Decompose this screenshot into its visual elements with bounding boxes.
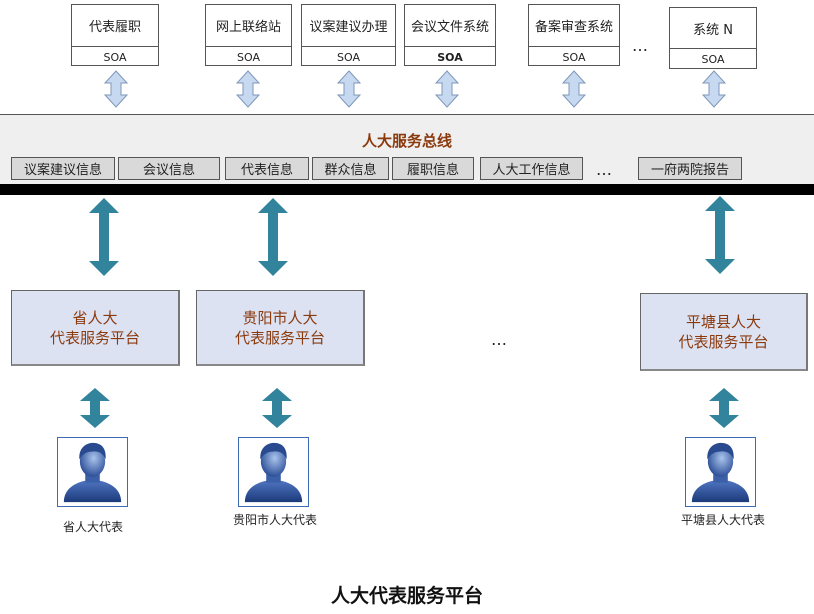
soa-label: SOA [337, 50, 360, 64]
soa-label: SOA [562, 50, 586, 64]
platform-name-line1: 平塘县人大 [685, 312, 761, 331]
system-name: 议案建议办理 [302, 5, 395, 47]
bus-channel-renda-gongzuo: 人大工作信息 [480, 157, 583, 180]
bus-channel-huiyi: 会议信息 [118, 157, 220, 180]
system-name: 代表履职 [72, 5, 158, 47]
system-name: 网上联络站 [206, 5, 291, 47]
double-arrow-icon [89, 198, 119, 276]
system-name: 会议文件系统 [405, 5, 495, 47]
platform-province: 省人大 代表服务平台 [11, 290, 180, 366]
platform-name-line2: 代表服务平台 [49, 328, 140, 347]
person-icon [244, 442, 303, 503]
platform-name-line2: 代表服务平台 [234, 328, 325, 347]
soa-label: SOA [103, 50, 127, 64]
system-box-system-n: 系统 N SOA [669, 7, 757, 69]
soa-label: SOA [701, 52, 725, 66]
platform-name-line1: 贵阳市人大 [242, 308, 318, 327]
person-icon [691, 442, 750, 503]
soa-label: SOA [437, 50, 463, 64]
double-arrow-icon [562, 70, 586, 108]
double-arrow-icon [258, 198, 288, 276]
platform-name-line1: 省人大 [72, 308, 118, 327]
bus-channel-qunzhong: 群众信息 [312, 157, 389, 180]
system-box-beian-shencha: 备案审查系统 SOA [528, 4, 620, 66]
double-arrow-icon [709, 388, 739, 428]
double-arrow-icon [435, 70, 459, 108]
platform-guiyang: 贵阳市人大 代表服务平台 [196, 290, 365, 366]
avatar-guiyang-rep [238, 437, 309, 507]
double-arrow-icon [104, 70, 128, 108]
system-box-yian-jianyi-banli: 议案建议办理 SOA [301, 4, 396, 66]
rep-label: 平塘县人大代表 [680, 513, 765, 527]
person-icon [63, 442, 122, 503]
avatar-pingtang-rep [685, 437, 756, 507]
soa-label: SOA [237, 50, 260, 64]
system-box-huiyi-wenjian: 会议文件系统 SOA [404, 4, 496, 66]
rep-label: 贵阳市人大代表 [232, 513, 317, 527]
bus-bar [0, 184, 814, 195]
avatar-province-rep [57, 437, 128, 507]
bus-title: 人大服务总线 [361, 132, 452, 150]
platform-pingtang: 平塘县人大 代表服务平台 [640, 293, 808, 371]
double-arrow-icon [262, 388, 292, 428]
bus-channel-yian-jianyi: 议案建议信息 [11, 157, 115, 180]
diagram-title: 人大代表服务平台 [330, 585, 483, 607]
system-name: 系统 N [670, 8, 756, 49]
bus-channel-lvzhi: 履职信息 [392, 157, 474, 180]
bus-channel-yifu-liangyuan: 一府两院报告 [638, 157, 742, 180]
system-box-wangshang-lianluozhan: 网上联络站 SOA [205, 4, 292, 66]
bus-channel-daibiao: 代表信息 [225, 157, 309, 180]
double-arrow-icon [236, 70, 260, 108]
system-box-daibiao-lvzhi: 代表履职 SOA [71, 4, 159, 66]
double-arrow-icon [80, 388, 110, 428]
system-name: 备案审查系统 [529, 5, 619, 47]
double-arrow-icon [337, 70, 361, 108]
double-arrow-icon [705, 196, 735, 274]
platform-name-line2: 代表服务平台 [678, 332, 769, 351]
bus-channel-ellipsis: … [596, 160, 615, 179]
rep-label: 省人大代表 [62, 520, 123, 534]
double-arrow-icon [702, 70, 726, 108]
platforms-ellipsis: … [491, 330, 510, 349]
systems-ellipsis: … [632, 36, 651, 55]
